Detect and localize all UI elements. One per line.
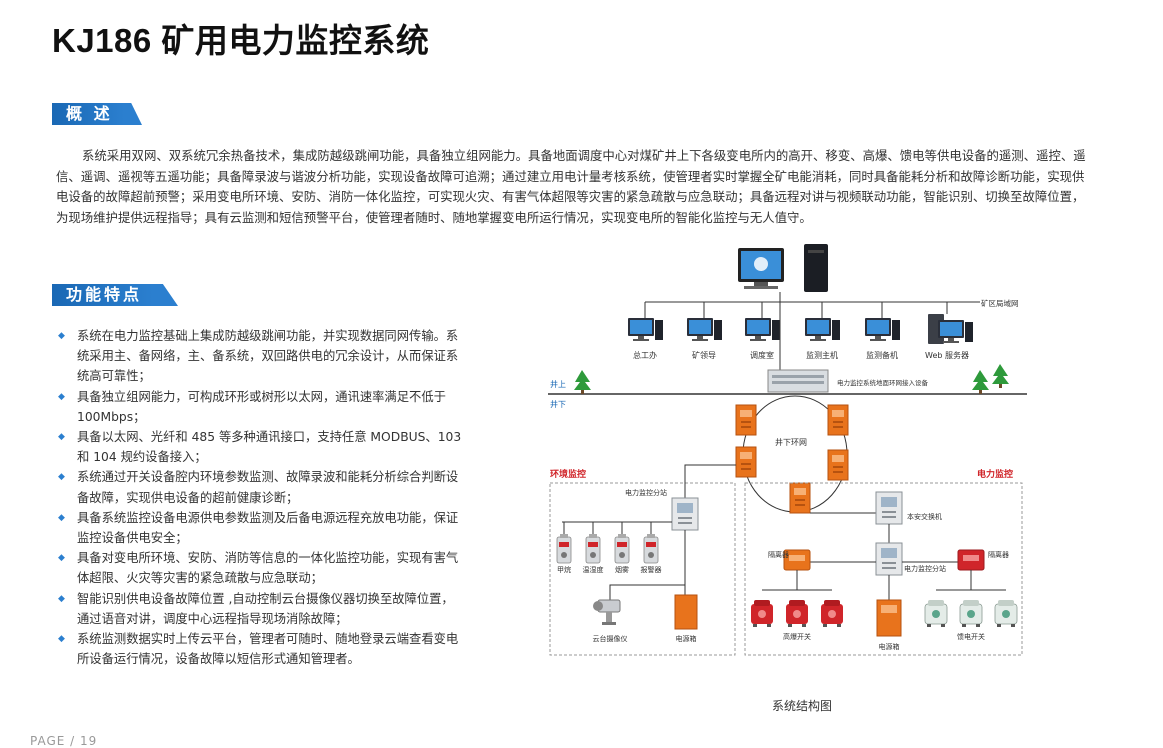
sensor-label: 甲烷 — [557, 565, 571, 574]
workstation-3: 监测主机 — [805, 302, 840, 360]
tree-icon — [574, 370, 591, 394]
ground-device-label: 电力监控系统地面环网接入设备 — [837, 378, 929, 387]
isolator-right — [957, 549, 985, 571]
env-power-box-label: 电源箱 — [676, 634, 697, 643]
overview-text: 系统采用双网、双系统冗余热备技术，集成防越级跳闸功能，具备独立组网能力。具备地面… — [56, 148, 1086, 225]
env-substation-label: 电力监控分站 — [625, 488, 667, 497]
ground-ring-access-device — [767, 369, 829, 393]
workstation-label: 总工办 — [633, 350, 657, 360]
isolator-left-label: 隔离器 — [768, 550, 789, 559]
surface-label: 井上 — [550, 379, 566, 389]
switch-label: 本安交换机 — [907, 512, 942, 521]
ptz-camera-icon — [593, 599, 621, 625]
feeder-switch-icon — [924, 599, 948, 628]
workstation-label: 矿领导 — [692, 350, 716, 360]
hv-switch-icon — [786, 600, 808, 627]
features-heading: 功能特点 — [52, 284, 178, 306]
workstation-label: 调度室 — [750, 350, 774, 360]
tree-icon — [992, 364, 1009, 388]
feature-item: 具备独立组网能力，可构成环形或树形以太网，通讯速率满足不低于100Mbps； — [58, 387, 462, 427]
features-list: 系统在电力监控基础上集成防越级跳闸功能，并实现数据同网传输。系统采用主、备网络，… — [58, 326, 462, 669]
workstation-label: 监测主机 — [806, 350, 838, 360]
feature-item: 系统在电力监控基础上集成防越级跳闸功能，并实现数据同网传输。系统采用主、备网络，… — [58, 326, 462, 387]
hv-switch-label: 高爆开关 — [783, 632, 811, 641]
ring-label: 井下环网 — [775, 437, 807, 447]
feeder-switch-icon — [959, 599, 983, 628]
lan-label: 矿区局域网 — [981, 298, 1019, 308]
page-number: PAGE / 19 — [30, 734, 98, 748]
sensor-label: 报警器 — [641, 565, 662, 574]
power-label: 电力监控 — [977, 468, 1013, 480]
isolator-left — [783, 549, 811, 571]
tree-icon — [972, 370, 989, 394]
env-label: 环境监控 — [550, 468, 586, 480]
feeder-switch-icon — [994, 599, 1018, 628]
workstation-4: 监测备机 — [865, 302, 900, 360]
overview-heading: 概 述 — [52, 103, 142, 125]
environment-monitoring-area — [549, 482, 736, 656]
diagram-caption: 系统结构图 — [772, 699, 833, 713]
system-structure-diagram: 矿区局域网 总工办 矿领导 调度室 监测主机 监测备机 Web 服务器 电力监控… — [548, 244, 1027, 656]
feature-item: 系统通过开关设备腔内环境参数监测、故障录波和能耗分析综合判断设备故障，实现供电设… — [58, 467, 462, 507]
sensor-label: 温湿度 — [583, 565, 604, 574]
feature-item: 具备对变电所环境、安防、消防等信息的一体化监控功能，实现有害气体超限、火灾等灾害… — [58, 548, 462, 588]
sensor-label: 烟雾 — [615, 565, 629, 574]
power-box-label: 电源箱 — [879, 642, 900, 651]
feature-item: 具备系统监控设备电源供电参数监测及后备电源远程充放电功能，保证监控设备供电安全； — [58, 508, 462, 548]
feature-item: 系统监测数据实时上传云平台，管理者可随时、随地登录云端查看变电所设备运行情况，设… — [58, 629, 462, 669]
workstation-0: 总工办 — [628, 302, 663, 360]
workstation-5: Web 服务器 — [925, 302, 973, 360]
feature-item: 智能识别供电设备故障位置 ,自动控制云台摄像仪器切换至故障位置，通过语音对讲，调… — [58, 589, 462, 629]
hv-switch-icon — [821, 600, 843, 627]
power-monitoring-area — [744, 482, 1023, 656]
isolator-right-label: 隔离器 — [988, 550, 1009, 559]
feature-item: 具备以太网、光纤和 485 等多种通讯接口，支持任意 MODBUS、103 和 … — [58, 427, 462, 467]
power-substation-label: 电力监控分站 — [904, 564, 946, 573]
camera-label: 云台摄像仪 — [593, 634, 628, 643]
workstation-label: Web 服务器 — [925, 350, 969, 360]
workstation-2: 调度室 — [745, 302, 780, 360]
page-title: KJ186 矿用电力监控系统 — [52, 22, 430, 59]
server-computer-icon — [738, 244, 828, 292]
underground-label: 井下 — [550, 399, 566, 409]
feeder-switch-label: 馈电开关 — [957, 632, 985, 641]
workstation-1: 矿领导 — [687, 302, 722, 360]
hv-switch-icon — [751, 600, 773, 627]
workstation-label: 监测备机 — [866, 350, 898, 360]
